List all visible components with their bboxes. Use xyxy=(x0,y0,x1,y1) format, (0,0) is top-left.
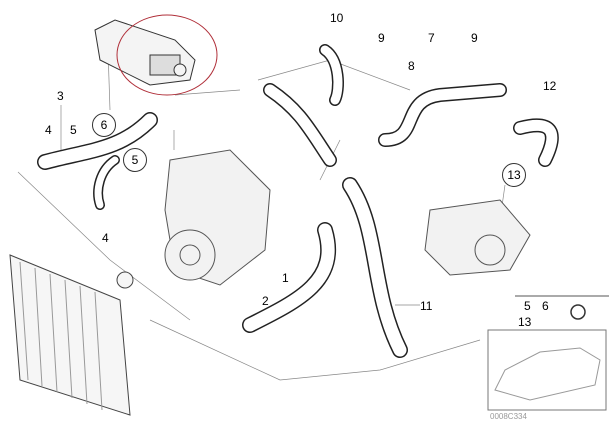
radiator xyxy=(9,254,134,416)
callout-13-circled: 13 xyxy=(502,163,526,187)
callout-5-set: 5 xyxy=(524,299,531,313)
callout-1: 1 xyxy=(282,271,289,285)
hose-clamp-icon xyxy=(570,304,586,320)
callout-5: 5 xyxy=(70,123,77,137)
callout-4b: 4 xyxy=(102,231,109,245)
callout-6-set: 6 xyxy=(542,299,549,313)
diagram-code: 0008C334 xyxy=(490,412,527,421)
callout-9b: 9 xyxy=(471,31,478,45)
callout-3: 3 xyxy=(57,89,64,103)
hoses xyxy=(37,44,559,358)
callout-8: 8 xyxy=(408,59,415,73)
callout-6-circled: 6 xyxy=(92,113,116,137)
highlight-ellipse xyxy=(116,14,218,96)
callout-12: 12 xyxy=(543,79,557,93)
callout-10: 10 xyxy=(330,11,344,25)
callout-9: 9 xyxy=(378,31,385,45)
water-pump xyxy=(164,149,531,286)
callout-13-set: 13 xyxy=(518,315,532,329)
car-thumbnail xyxy=(487,295,609,411)
callout-11: 11 xyxy=(420,299,433,313)
callout-4: 4 xyxy=(45,123,52,137)
callout-5-circled: 5 xyxy=(123,148,147,172)
expansion-tank xyxy=(94,19,196,86)
callout-2: 2 xyxy=(262,294,269,308)
callout-7: 7 xyxy=(428,31,435,45)
